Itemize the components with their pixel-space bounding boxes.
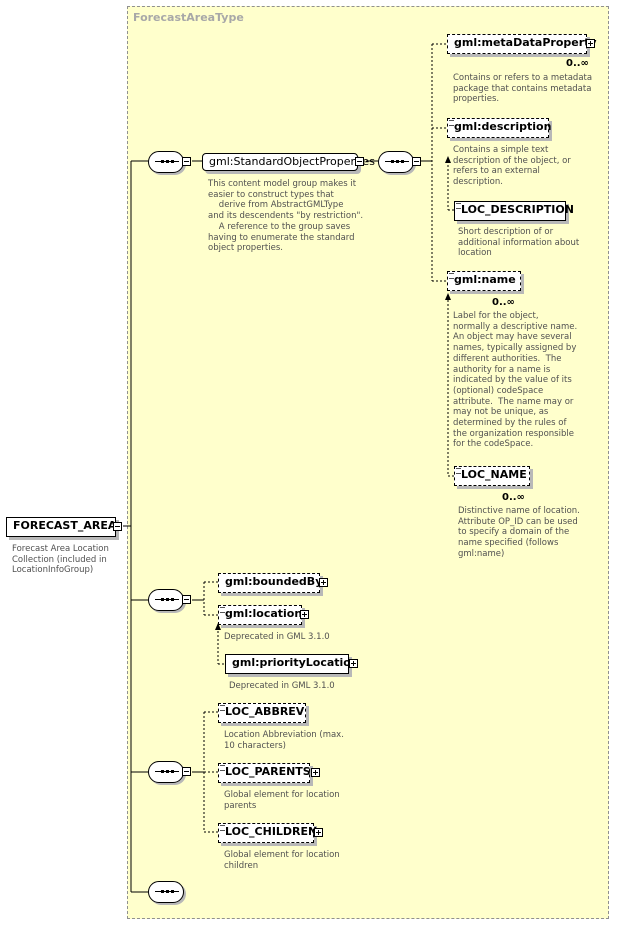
group-label: gml:StandardObjectProperties bbox=[209, 155, 375, 168]
location-element[interactable]: gml:location bbox=[218, 605, 302, 625]
gml-name-cardinality: 0..∞ bbox=[492, 297, 515, 308]
gml-description-desc: Contains a simple text description of th… bbox=[453, 145, 571, 188]
gml-name-label: gml:name bbox=[454, 273, 516, 286]
group-desc: This content model group makes it easier… bbox=[208, 179, 364, 254]
priority-location-label: gml:priorityLocation bbox=[232, 656, 359, 669]
loc-description-desc: Short description of or additional infor… bbox=[458, 227, 580, 259]
sequence-compositor-3 bbox=[148, 589, 184, 611]
expand-icon[interactable] bbox=[349, 659, 358, 668]
sequence-compositor-2 bbox=[378, 151, 414, 173]
collapse-icon[interactable] bbox=[182, 767, 191, 776]
collapse-icon[interactable] bbox=[113, 522, 122, 531]
priority-location-desc: Deprecated in GML 3.1.0 bbox=[229, 681, 335, 691]
loc-abbrev-element[interactable]: LOC_ABBREV bbox=[218, 703, 306, 723]
metadata-property-label: gml:metaDataProperty bbox=[454, 36, 597, 49]
collapse-icon[interactable] bbox=[355, 157, 364, 166]
expand-icon[interactable] bbox=[311, 768, 320, 777]
location-label: gml:location bbox=[225, 607, 303, 620]
loc-parents-desc: Global element for location parents bbox=[224, 790, 340, 811]
bounded-by-label: gml:boundedBy bbox=[225, 575, 323, 588]
expand-icon[interactable] bbox=[586, 39, 595, 48]
loc-abbrev-desc: Location Abbreviation (max. 10 character… bbox=[224, 730, 344, 751]
loc-name-label: LOC_NAME bbox=[461, 468, 527, 481]
loc-abbrev-label: LOC_ABBREV bbox=[225, 705, 305, 718]
loc-name-cardinality: 0..∞ bbox=[502, 492, 525, 503]
expand-icon[interactable] bbox=[300, 610, 309, 619]
loc-name-element[interactable]: LOC_NAME bbox=[454, 466, 530, 486]
collapse-icon[interactable] bbox=[182, 157, 191, 166]
loc-parents-element[interactable]: LOC_PARENTS bbox=[218, 763, 311, 783]
priority-location-element[interactable]: gml:priorityLocation bbox=[225, 654, 359, 674]
expand-icon[interactable] bbox=[319, 578, 328, 587]
collapse-icon[interactable] bbox=[182, 595, 191, 604]
loc-parents-label: LOC_PARENTS bbox=[225, 765, 311, 778]
type-title: ForecastAreaType bbox=[133, 11, 244, 24]
gml-description-label: gml:description bbox=[454, 120, 552, 133]
forecast-area-label: FORECAST_AREA bbox=[13, 519, 117, 532]
forecast-area-element[interactable]: FORECAST_AREA bbox=[6, 517, 116, 537]
sequence-compositor-1 bbox=[148, 151, 184, 173]
expand-icon[interactable] bbox=[314, 828, 323, 837]
bounded-by-element[interactable]: gml:boundedBy bbox=[218, 573, 323, 593]
sequence-compositor-4 bbox=[148, 761, 184, 783]
sequence-compositor-5 bbox=[148, 881, 184, 903]
gml-name-element[interactable]: gml:name bbox=[447, 271, 521, 291]
loc-children-label: LOC_CHILDREN bbox=[225, 825, 318, 838]
metadata-property-element[interactable]: gml:metaDataProperty bbox=[447, 34, 597, 54]
collapse-icon[interactable] bbox=[412, 157, 421, 166]
loc-description-element[interactable]: LOC_DESCRIPTION bbox=[454, 201, 574, 221]
gml-description-element[interactable]: gml:description bbox=[447, 118, 552, 138]
standard-object-properties-group[interactable]: gml:StandardObjectProperties bbox=[202, 153, 375, 171]
metadata-desc: Contains or refers to a metadata package… bbox=[453, 73, 593, 105]
loc-children-element[interactable]: LOC_CHILDREN bbox=[218, 823, 318, 843]
loc-children-desc: Global element for location children bbox=[224, 850, 340, 871]
forecast-area-desc: Forecast Area Location Collection (inclu… bbox=[12, 544, 109, 576]
loc-description-label: LOC_DESCRIPTION bbox=[461, 203, 574, 216]
metadata-cardinality: 0..∞ bbox=[566, 58, 589, 69]
gml-name-desc: Label for the object, normally a descrip… bbox=[453, 311, 578, 450]
loc-name-desc: Distinctive name of location. Attribute … bbox=[458, 506, 580, 559]
location-desc: Deprecated in GML 3.1.0 bbox=[224, 632, 330, 642]
